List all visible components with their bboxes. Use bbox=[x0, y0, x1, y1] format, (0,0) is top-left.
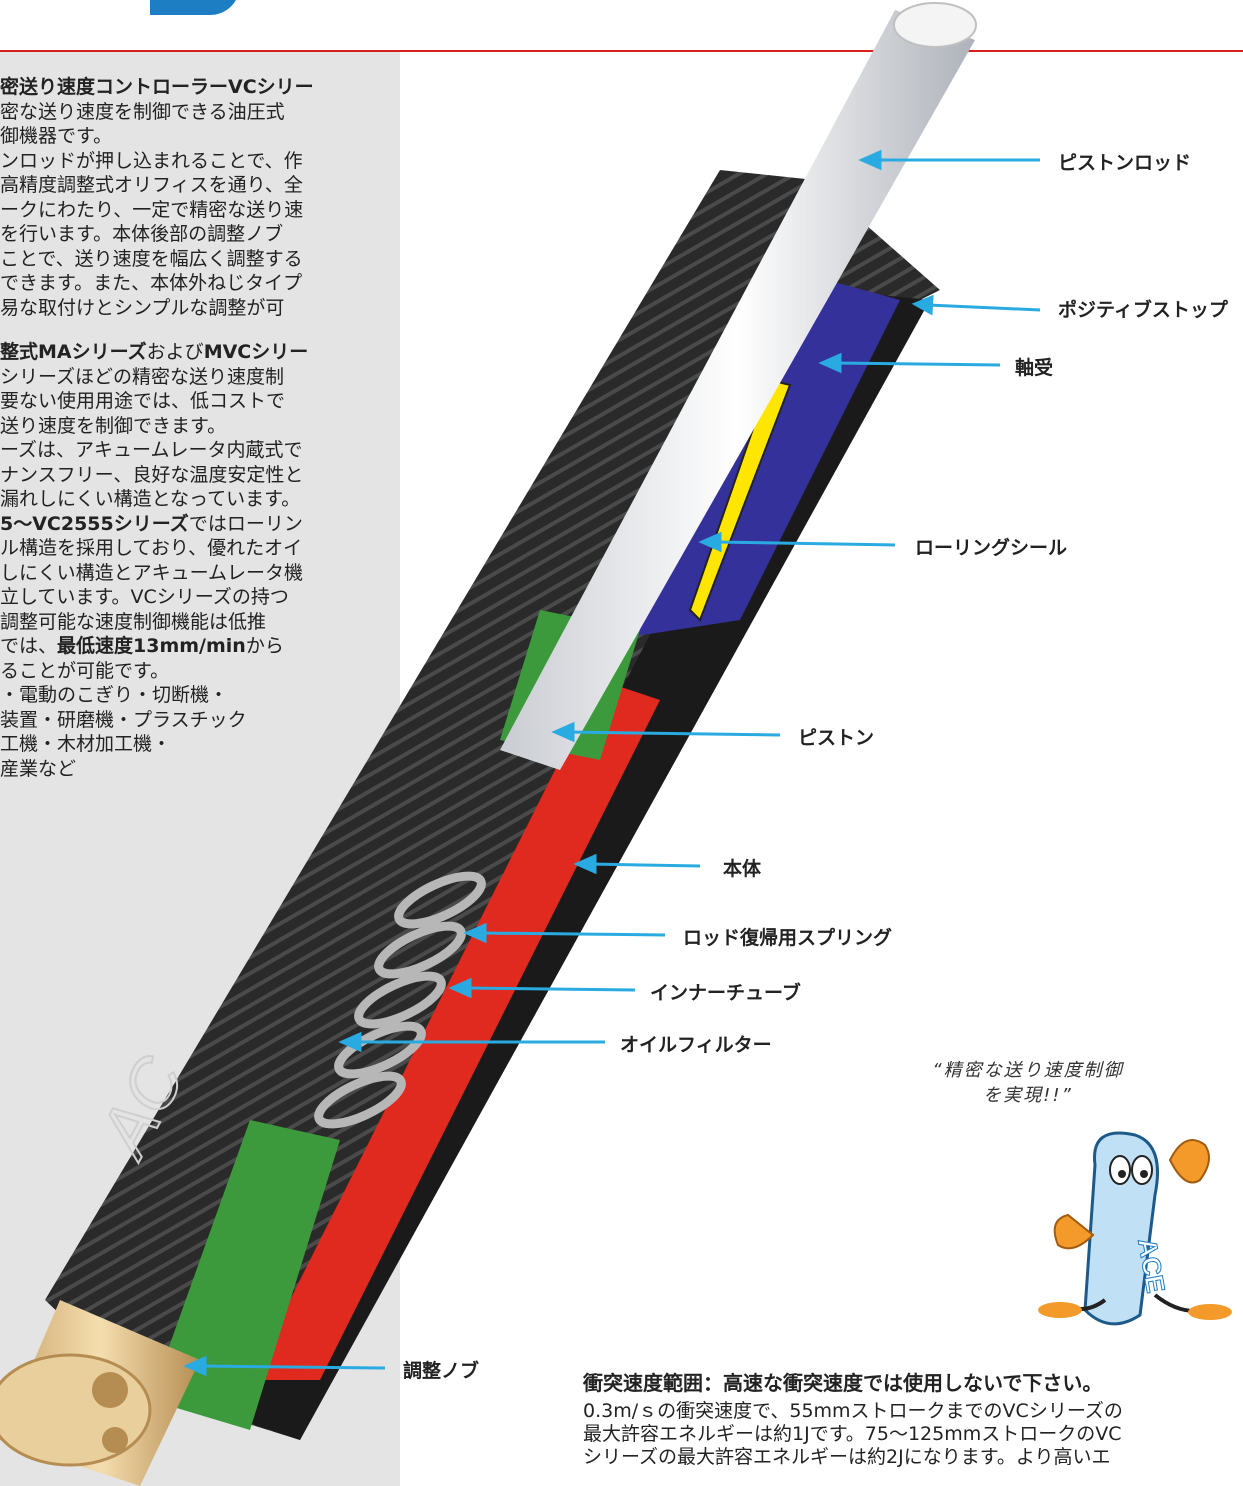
series-line: 調整可能な速度制御機能は低推 bbox=[0, 610, 267, 633]
impact-title: 衝突速度範囲：高速な衝突速度では使用しないで下さい。 bbox=[583, 1371, 1103, 1395]
piston-rod bbox=[500, 10, 975, 770]
intro-line: ークにわたり、一定で精密な送り速 bbox=[0, 198, 304, 221]
series-line: 要ない使用用途では、低コストで bbox=[0, 390, 286, 412]
header-rule bbox=[0, 50, 1243, 52]
intro-title: 密送り速度コントローラーVCシリー bbox=[0, 76, 314, 98]
speed-suffix: から bbox=[245, 635, 284, 657]
speed-prefix: では、 bbox=[0, 635, 58, 657]
callout-arrows bbox=[183, 149, 1041, 1377]
impact-body: 0.3m/ｓの衝突速度で、55mmストロークまでのVCシリーズの 最大許容エネル… bbox=[583, 1400, 1223, 1469]
label-piston: ピストン bbox=[798, 727, 875, 749]
series-line: 送り速度を制御できます。 bbox=[0, 414, 227, 437]
knob-hole bbox=[92, 1372, 128, 1408]
intro-line: 密な送り速度を制御できる油圧式 bbox=[0, 100, 285, 123]
series-line: ーズは、アキュームレータ内蔵式で bbox=[0, 439, 303, 461]
series-title: 整式MAシリーズおよびMVCシリー bbox=[0, 340, 370, 365]
rolling-rest: ではローリン bbox=[188, 512, 303, 535]
series-title-bold-1: 整式MAシリーズ bbox=[0, 341, 147, 363]
quote-line-1: “精密な送り速度制御 bbox=[932, 1060, 1124, 1081]
speed-bold: 最低速度13mm/min bbox=[57, 635, 246, 657]
ace-mascot: ACE bbox=[1038, 1131, 1232, 1326]
mascot-quote: “精密な送り速度制御 を実現!!” bbox=[898, 1058, 1158, 1108]
label-bearing: 軸受 bbox=[1015, 357, 1054, 379]
label-rolling-seal: ローリングシール bbox=[915, 537, 1068, 559]
rolling-bold: 5〜VC2555シリーズ bbox=[0, 512, 189, 535]
label-piston-rod: ピストンロッド bbox=[1058, 152, 1192, 174]
series-line: 産業など bbox=[0, 757, 77, 780]
series-line: 工機・木材加工機・ bbox=[0, 733, 172, 755]
inner-tube-section bbox=[250, 680, 660, 1380]
label-return-spring: ロッド復帰用スプリング bbox=[683, 927, 893, 949]
rolling-line: 5〜VC2555シリーズではローリン bbox=[0, 512, 370, 537]
rod-end-face bbox=[893, 2, 977, 48]
intro-line: 易な取付けとシンプルな調整が可 bbox=[0, 296, 285, 319]
series-title-mid: および bbox=[146, 341, 204, 363]
knob-hole bbox=[102, 1427, 128, 1453]
intro-line: ンロッドが押し込まれることで、作 bbox=[0, 149, 303, 172]
impact-line: 0.3m/ｓの衝突速度で、55mmストロークまでのVCシリーズの bbox=[583, 1400, 1123, 1422]
series-line: ・電動のこぎり・切断機・ bbox=[0, 684, 229, 706]
impact-line: 最大許容エネルギーは約1Jです。75〜125mmストロークのVC bbox=[583, 1423, 1122, 1445]
label-oil-filter: オイルフィルター bbox=[620, 1034, 772, 1056]
series-line: ナンスフリー、良好な温度安定性と bbox=[0, 463, 304, 486]
description-column: 密送り速度コントローラーVCシリー 密な送り速度を制御できる油圧式 御機器です。… bbox=[0, 75, 370, 781]
header-tab bbox=[150, 0, 240, 15]
series-title-bold-2: MVCシリー bbox=[203, 341, 309, 363]
series-line: 装置・研磨機・プラスチック bbox=[0, 708, 247, 731]
intro-line: 御機器です。 bbox=[0, 125, 113, 147]
end-cap-section bbox=[150, 1120, 340, 1430]
return-spring-coils bbox=[314, 871, 486, 1129]
series-line: 立しています。VCシリーズの持つ bbox=[0, 586, 289, 608]
series-line: ル構造を採用しており、優れたオイ bbox=[0, 537, 303, 559]
label-body: 本体 bbox=[723, 858, 762, 880]
speed-line: では、最低速度13mm/minから bbox=[0, 634, 370, 659]
label-inner-tube: インナーチューブ bbox=[650, 982, 801, 1004]
intro-line: ことで、送り速度を幅広く調整する bbox=[0, 247, 303, 270]
label-adjust-knob: 調整ノブ bbox=[403, 1360, 480, 1382]
intro-line: できます。また、本体外ねじタイプ bbox=[0, 272, 303, 294]
intro-line: 高精度調整式オリフィスを通り、全 bbox=[0, 174, 303, 196]
series-line: 漏れしにくい構造となっています。 bbox=[0, 488, 301, 510]
series-line: シリーズほどの精密な送り速度制 bbox=[0, 365, 285, 388]
intro-line: を行います。本体後部の調整ノブ bbox=[0, 223, 284, 245]
series-line: しにくい構造とアキュームレータ機 bbox=[0, 561, 304, 584]
rolling-seal-shape bbox=[688, 378, 792, 622]
label-positive-stop: ポジティブストップ bbox=[1058, 299, 1228, 321]
quote-line-2: を実現!!” bbox=[983, 1085, 1073, 1106]
knob-end-face bbox=[0, 1353, 152, 1467]
impact-line: シリーズの最大許容エネルギーは約2Jになります。より高いエ bbox=[583, 1446, 1111, 1468]
series-line: ることが可能です。 bbox=[0, 659, 170, 682]
